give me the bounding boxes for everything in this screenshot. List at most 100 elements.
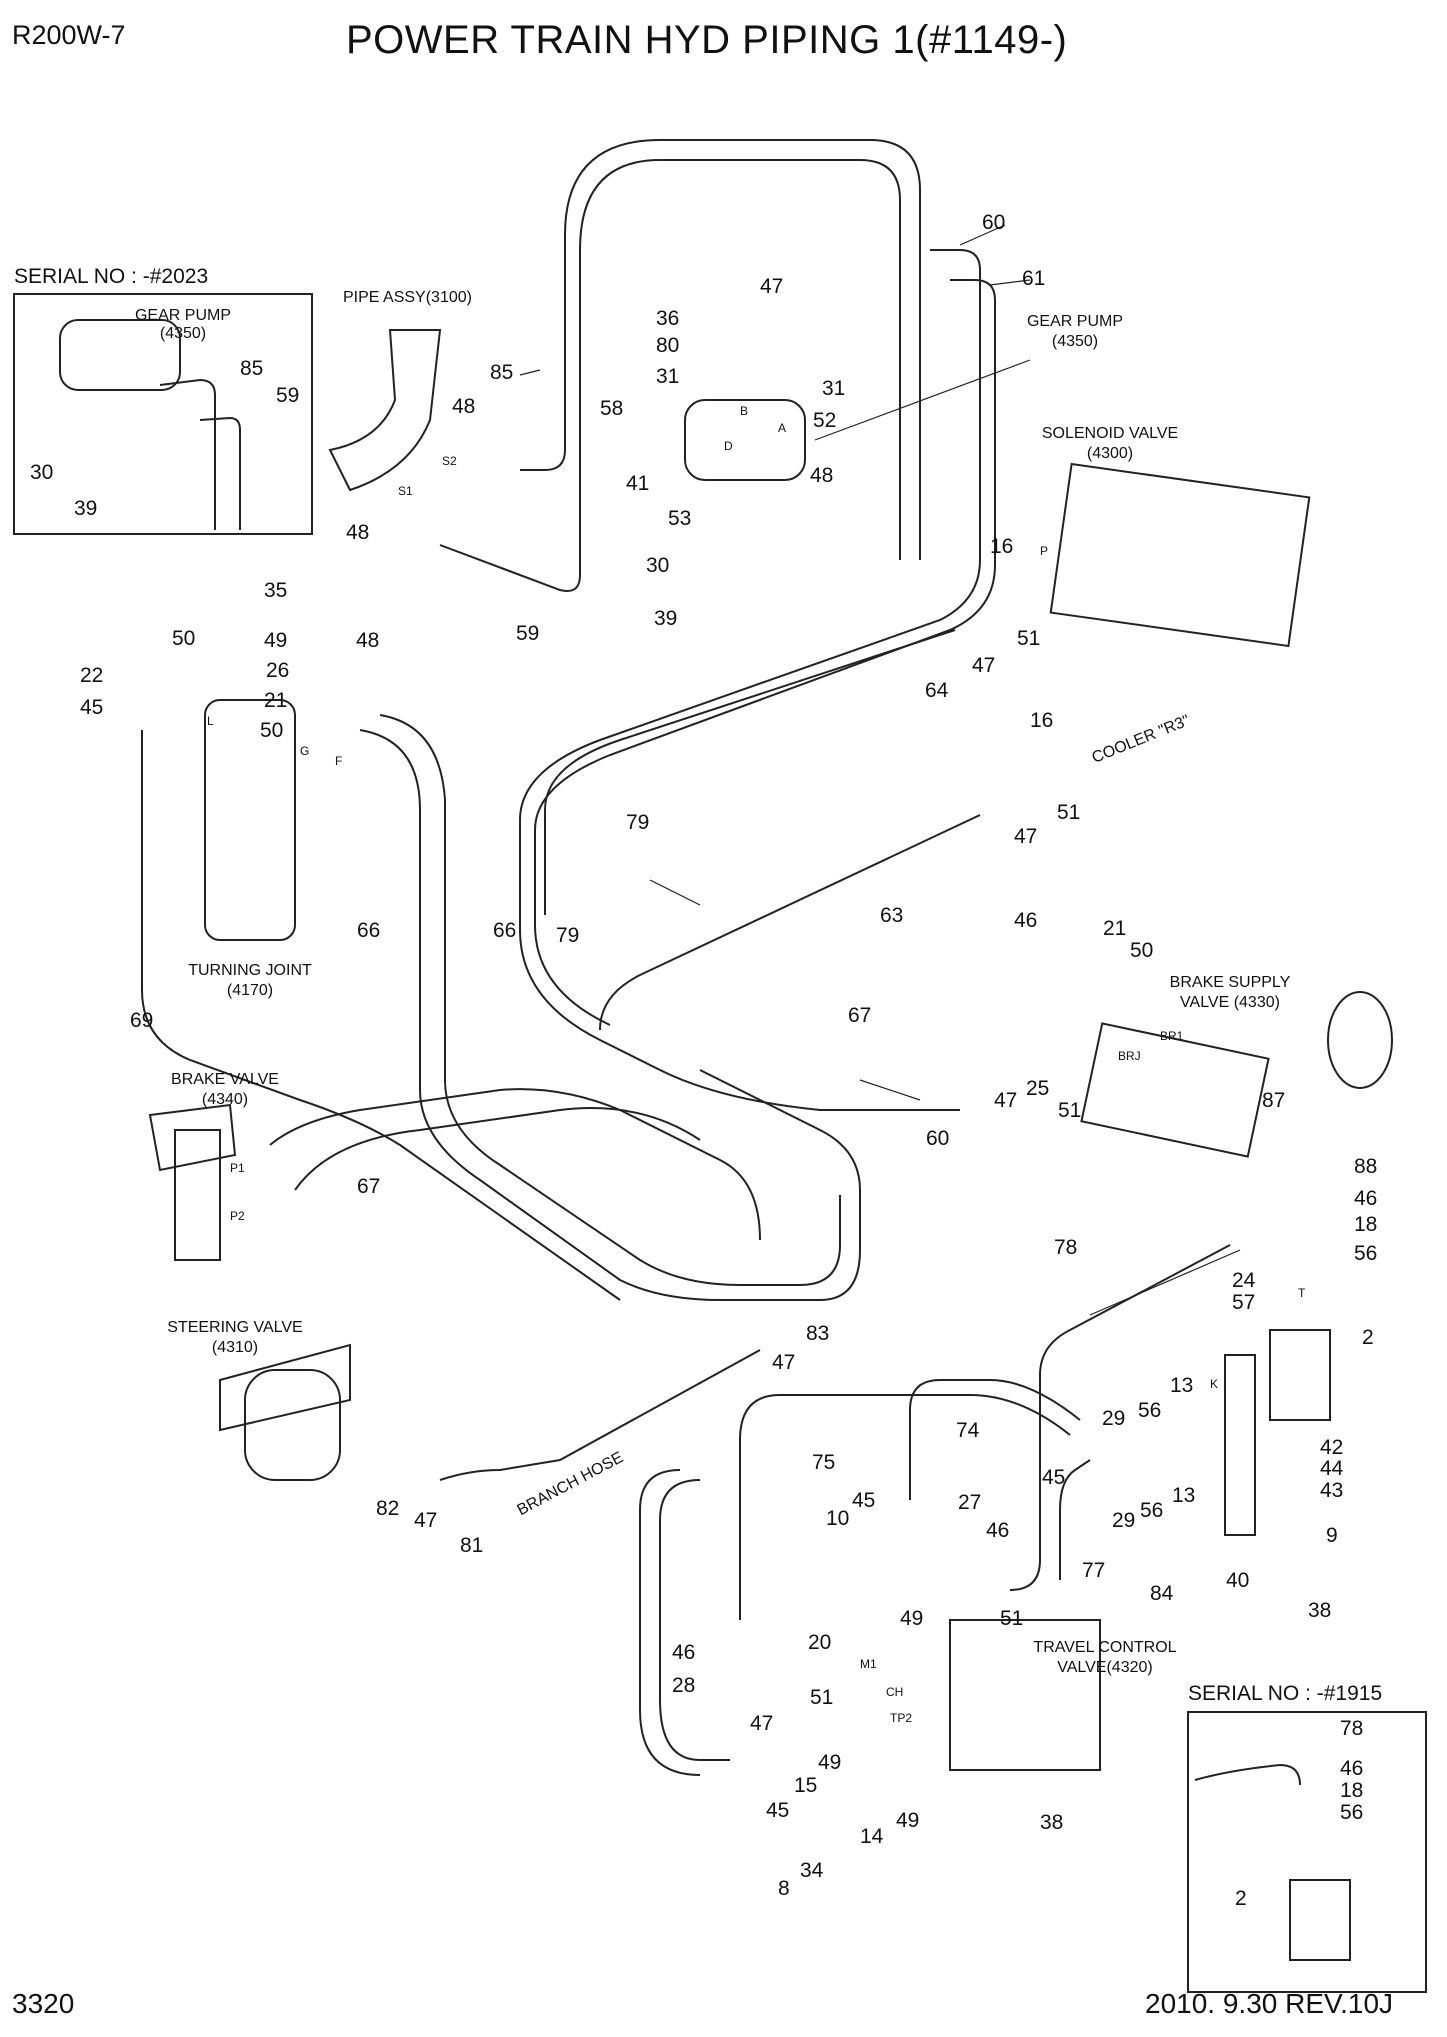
callout-47f: 47 [414, 1509, 438, 1532]
leader-line [989, 279, 1031, 286]
callout-42: 42 [1320, 1436, 1344, 1459]
port-d: D [724, 439, 733, 453]
callout-64: 64 [925, 679, 949, 702]
label-steering-valve-code: (4310) [211, 1339, 259, 1356]
label-brake-supply-valve: BRAKE SUPPLY [1169, 974, 1291, 991]
inset-serial-bottom: SERIAL NO : -#1915 [1188, 1682, 1383, 1705]
inset-gear-pump [59, 319, 181, 391]
travel-control-valve-body [949, 1619, 1101, 1771]
accumulator-87 [1327, 991, 1393, 1089]
callout-13b: 13 [1172, 1484, 1196, 1507]
callout-47c: 47 [1014, 825, 1038, 848]
callout-43: 43 [1320, 1479, 1344, 1502]
leader-line [814, 359, 1031, 441]
inset-frame-top-left [13, 293, 313, 535]
brake-valve-flange [148, 1103, 237, 1172]
callout-38: 38 [1308, 1599, 1332, 1622]
callout-69: 69 [130, 1009, 154, 1032]
port-ch: CH [886, 1685, 904, 1699]
callout-59: 59 [516, 622, 540, 645]
callout-49b: 49 [900, 1607, 924, 1630]
inset-pipe-78 [1194, 1763, 1301, 1786]
callout-31: 31 [656, 365, 680, 388]
callout-49c: 49 [818, 1751, 842, 1774]
callout-49: 49 [264, 629, 288, 652]
inset-pipe-59 [199, 416, 241, 530]
port-a: A [778, 421, 787, 435]
callout-80: 80 [656, 334, 680, 357]
callout-82: 82 [376, 1497, 400, 1520]
solenoid-valve-body [1049, 462, 1311, 648]
callout-46d: 46 [672, 1641, 696, 1664]
callout-63: 63 [880, 904, 904, 927]
callout-53: 53 [668, 507, 692, 530]
callout-39: 39 [654, 607, 678, 630]
callout-inset-30: 30 [30, 461, 54, 484]
port-tp2: TP2 [890, 1711, 913, 1725]
leader-line [519, 369, 541, 376]
callout-56c: 56 [1140, 1499, 1164, 1522]
callout-50c: 50 [1130, 939, 1154, 962]
callout-44: 44 [1320, 1457, 1344, 1480]
callout-51e: 51 [810, 1686, 834, 1709]
callout-inset-18: 18 [1340, 1779, 1364, 1802]
pipe-assy-3100 [328, 329, 442, 492]
callout-26: 26 [266, 659, 290, 682]
callout-56: 56 [1354, 1242, 1378, 1265]
label-pipe-assy: PIPE ASSY(3100) [343, 289, 472, 306]
callout-81: 81 [460, 1534, 484, 1557]
callout-52: 52 [813, 409, 837, 432]
callout-29b: 29 [1112, 1509, 1136, 1532]
callout-66b: 66 [493, 919, 517, 942]
callout-51d: 51 [1000, 1607, 1024, 1630]
callout-inset-39: 39 [74, 497, 98, 520]
pipe-67a [269, 1088, 761, 1241]
port-k: K [1210, 1377, 1219, 1391]
inset-gear-pump-label: GEAR PUMP [134, 307, 231, 324]
callout-83: 83 [806, 1322, 830, 1345]
port-b: B [740, 404, 749, 418]
callout-87: 87 [1262, 1089, 1286, 1112]
callout-24: 24 [1232, 1269, 1256, 1292]
callout-15: 15 [794, 1774, 818, 1797]
port-p1: P1 [230, 1161, 245, 1175]
callout-48d: 48 [356, 629, 380, 652]
callout-51c: 51 [1058, 1099, 1082, 1122]
pipe-78 [1009, 1244, 1231, 1591]
callout-45c: 45 [852, 1489, 876, 1512]
label-turning-joint-code: (4170) [226, 982, 274, 999]
callout-45: 45 [80, 696, 104, 719]
callout-30: 30 [646, 554, 670, 577]
callout-60: 60 [982, 211, 1006, 234]
leader-line [859, 1079, 921, 1101]
port-s2: S2 [442, 454, 457, 468]
port-br1: BR1 [1160, 1029, 1184, 1043]
callout-18: 18 [1354, 1213, 1378, 1236]
port-g: G [300, 744, 310, 758]
brake-valve-body [174, 1129, 221, 1261]
label-brake-valve: BRAKE VALVE [171, 1071, 279, 1088]
callout-57: 57 [1232, 1291, 1256, 1314]
label-steering-valve: STEERING VALVE [167, 1319, 303, 1336]
callout-60b: 60 [926, 1127, 950, 1150]
bracket-9 [1224, 1354, 1256, 1536]
label-travel-control-valve-2: VALVE(4320) [1057, 1659, 1153, 1676]
label-brake-supply-valve-2: VALVE (4330) [1180, 994, 1280, 1011]
callout-inset-78: 78 [1340, 1717, 1364, 1740]
callout-inset-56: 56 [1340, 1801, 1364, 1824]
callout-46: 46 [1014, 909, 1038, 932]
callout-13: 13 [1170, 1374, 1194, 1397]
pipe-75 [739, 1394, 1071, 1620]
callout-41: 41 [626, 472, 650, 495]
callout-16b: 16 [1030, 709, 1054, 732]
callout-25: 25 [1026, 1077, 1050, 1100]
leader-line [1089, 1249, 1241, 1316]
callout-51: 51 [1017, 627, 1041, 650]
callout-10: 10 [826, 1507, 850, 1530]
pipe-60 [519, 249, 981, 1111]
callout-84: 84 [1150, 1582, 1174, 1605]
callout-47b: 47 [972, 654, 996, 677]
callout-20: 20 [808, 1631, 832, 1654]
port-brj: BRJ [1118, 1049, 1141, 1063]
label-brake-valve-code: (4340) [201, 1091, 249, 1108]
